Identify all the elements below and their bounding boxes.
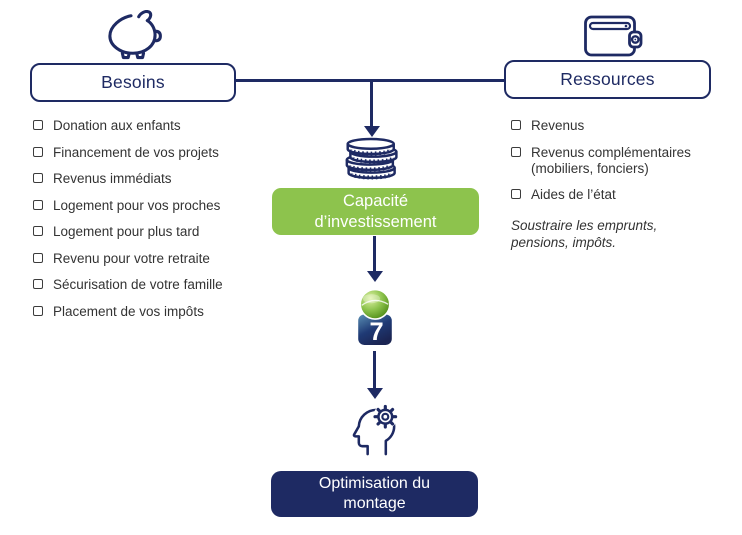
checkbox-icon [511,189,521,199]
besoins-item: Logement pour vos proches [33,198,243,214]
checkbox-icon [33,279,43,289]
arrow-to-optimisation-icon [366,388,383,399]
besoins-item: Placement de vos impôts [33,304,243,320]
coins-stack-icon [341,135,404,181]
optimisation-label-line2: montage [343,495,406,512]
checkbox-icon [511,120,521,130]
ressources-box: Ressources [504,60,711,99]
piggy-bank-icon [101,10,163,60]
ressources-item: Revenus complémentaires (mobiliers, fonc… [511,145,717,177]
checkbox-icon [33,252,43,263]
besoins-item: Sécurisation de votre famille [33,277,243,293]
checkbox-icon [33,226,43,236]
capacity-label-line1: Capacité [342,191,409,210]
brand-logo-icon: 7 [356,289,394,347]
checkbox-icon [33,305,43,316]
ressources-item: Aides de l’état [511,187,717,203]
besoins-item: Donation aux enfants [33,118,243,134]
besoins-item: Revenu pour votre retraite [33,251,243,267]
checkbox-icon [33,173,43,183]
connector-down-to-capacity [370,79,373,126]
besoins-item: Financement de vos projets [33,145,243,161]
brand-glyph: 7 [369,318,383,346]
wallet-icon [583,13,643,59]
capacity-box: Capacité d’investissement [272,188,479,235]
connector-capacity-to-brand [373,236,376,271]
head-gear-icon [348,403,403,456]
besoins-title: Besoins [101,72,165,92]
connector-brand-to-optimisation [373,351,376,388]
arrow-to-capacity-icon [363,126,380,137]
checkbox-icon [33,120,43,130]
besoins-item: Logement pour plus tard [33,224,243,240]
capacity-label-line2: d’investissement [314,212,437,231]
ressources-checklist: Revenus Revenus complémentaires (mobilie… [511,118,717,214]
besoins-box: Besoins [30,63,236,102]
optimisation-label-line1: Optimisation du [318,475,431,492]
optimisation-box: Optimisation du montage [271,471,478,517]
besoins-checklist: Donation aux enfants Financement de vos … [33,118,243,330]
checkbox-icon [511,146,521,157]
checkbox-icon [33,146,43,157]
ressources-title: Ressources [560,69,655,89]
checkbox-icon [33,199,43,210]
besoins-item: Revenus immédiats [33,171,243,187]
ressources-note: Soustraire les emprunts, pensions, impôt… [511,218,658,250]
arrow-to-brand-icon [366,271,383,282]
ressources-item: Revenus [511,118,717,134]
